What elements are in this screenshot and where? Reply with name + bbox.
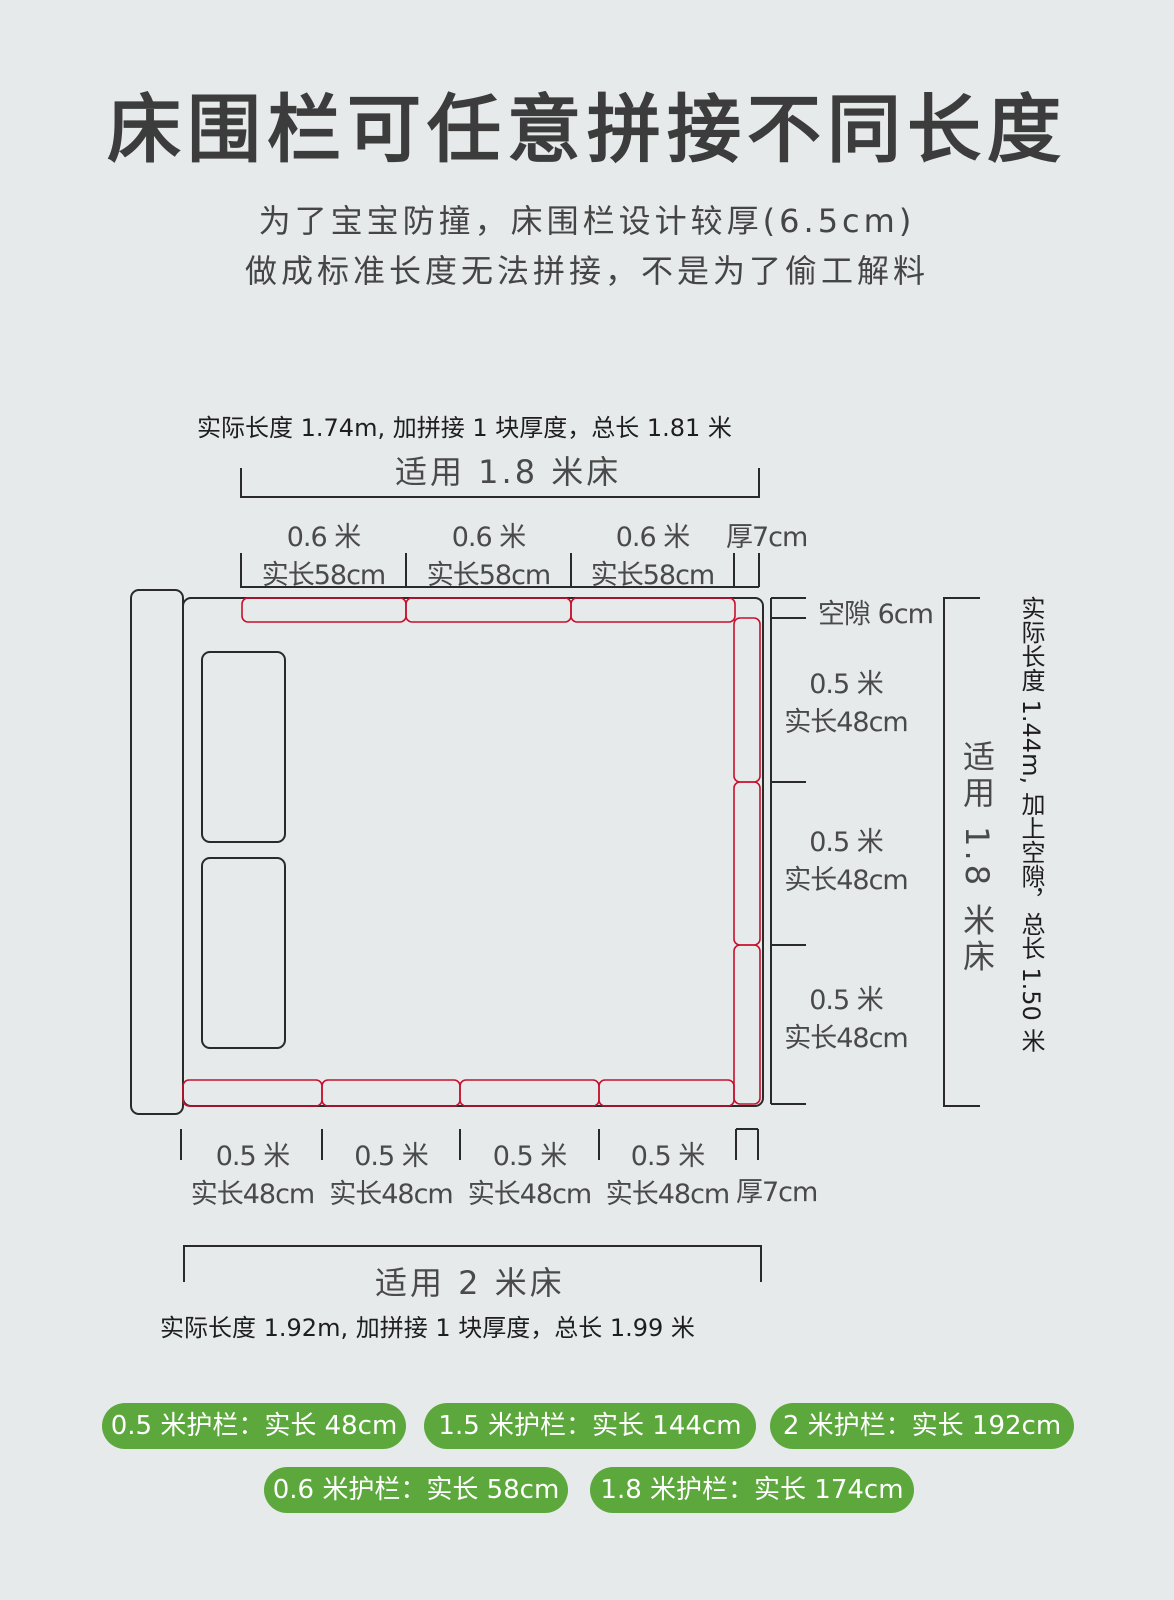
spec-pill-1.5m: 1.5 米护栏：实长 144cm	[424, 1403, 756, 1449]
right-seg-1-size: 0.5 米	[809, 669, 884, 700]
right-rail-2	[733, 781, 761, 946]
bottom-fit-label: 适用 2 米床	[375, 1264, 565, 1302]
top-seg-2-actual: 实长58cm	[426, 560, 552, 591]
spec-pill-0.5m: 0.5 米护栏：实长 48cm	[102, 1403, 406, 1449]
page-title: 床围栏可任意拼接不同长度	[107, 87, 1067, 173]
subtitle-line-2: 做成标准长度无法拼接，不是为了偷工解料	[244, 252, 929, 290]
bottom-seg-2-actual: 实长48cm	[329, 1179, 454, 1210]
subtitle-line-1: 为了宝宝防撞，床围栏设计较厚(6.5cm)	[258, 202, 916, 240]
pillow-2	[201, 857, 286, 1049]
bottom-seg-3-size: 0.5 米	[492, 1141, 568, 1172]
spec-pill-1.8m: 1.8 米护栏：实长 174cm	[590, 1467, 914, 1513]
bottom-seg-2-size: 0.5 米	[354, 1141, 429, 1172]
right-seg-1-actual: 实长48cm	[784, 707, 909, 738]
top-rail-3	[570, 597, 736, 623]
spec-pill-0.6m: 0.6 米护栏：实长 58cm	[264, 1467, 568, 1513]
top-seg-2-size: 0.6 米	[451, 522, 527, 553]
top-seg-1-actual: 实长58cm	[261, 560, 387, 591]
right-gap: 空隙 6cm	[818, 599, 934, 630]
right-rail-1	[733, 617, 761, 783]
bottom-seg-4-actual: 实长48cm	[605, 1179, 731, 1210]
bottom-thickness: 厚7cm	[736, 1177, 818, 1208]
right-seg-3-actual: 实长48cm	[784, 1023, 909, 1054]
top-seg-1-size: 0.6 米	[286, 522, 362, 553]
right-rail-3	[733, 944, 761, 1105]
bottom-seg-4-size: 0.5 米	[630, 1141, 706, 1172]
bottom-rail-3	[459, 1079, 600, 1107]
bottom-seg-1-size: 0.5 米	[215, 1141, 291, 1172]
pillow-1	[201, 651, 286, 843]
bottom-seg-3-actual: 实长48cm	[467, 1179, 593, 1210]
top-segment-line	[240, 553, 734, 588]
right-fit-label: 适用 1.8 米床	[958, 740, 996, 976]
right-seg-2-actual: 实长48cm	[784, 865, 909, 896]
bottom-rail-4	[598, 1079, 735, 1107]
right-note: 实际长度 1.44m, 加上空隙，总长 1.50 米	[1017, 596, 1045, 1053]
top-note: 实际长度 1.74m, 加拼接 1 块厚度，总长 1.81 米	[197, 414, 732, 442]
top-fit-bracket	[240, 468, 760, 498]
top-seg-3-actual: 实长58cm	[590, 560, 716, 591]
right-seg-3-size: 0.5 米	[809, 985, 884, 1016]
bottom-rail-2	[321, 1079, 461, 1107]
bottom-seg-1-actual: 实长48cm	[190, 1179, 316, 1210]
right-fit-bracket	[943, 597, 980, 1107]
spec-pill-2m: 2 米护栏：实长 192cm	[770, 1403, 1074, 1449]
right-seg-2-size: 0.5 米	[809, 827, 884, 858]
bottom-note: 实际长度 1.92m, 加拼接 1 块厚度，总长 1.99 米	[160, 1314, 695, 1342]
bottom-fit-bracket	[183, 1245, 762, 1282]
top-rail-2	[405, 597, 572, 623]
top-fit-label: 适用 1.8 米床	[395, 453, 622, 491]
bottom-rail-1	[182, 1079, 323, 1107]
top-thickness: 厚7cm	[726, 522, 808, 553]
headboard	[130, 589, 184, 1115]
top-seg-3-size: 0.6 米	[615, 522, 691, 553]
mattress	[182, 597, 764, 1107]
top-rail-1	[241, 597, 407, 623]
